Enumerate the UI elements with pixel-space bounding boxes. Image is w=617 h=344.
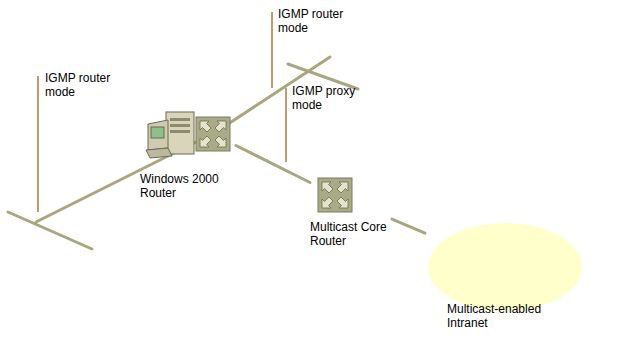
leader-line — [37, 76, 39, 212]
network-link — [236, 146, 310, 183]
router-icon — [318, 178, 352, 212]
router-node: Windows 2000 Router — [138, 110, 236, 202]
intranet-cloud: Multicast-enabled Intranet — [425, 222, 585, 332]
network-link — [392, 219, 425, 233]
mode-label: IGMP router mode — [45, 71, 119, 99]
node-label: Multicast-enabled Intranet — [447, 302, 585, 330]
network-segment — [8, 212, 92, 249]
mode-label: IGMP proxy mode — [292, 84, 366, 112]
leader-line — [271, 12, 273, 88]
node-label: Windows 2000 Router — [140, 172, 236, 200]
server-icon — [146, 112, 194, 158]
leader-line — [285, 88, 287, 162]
router-node: Multicast Core Router — [310, 176, 392, 250]
router-icon — [196, 117, 230, 151]
mode-label: IGMP router mode — [278, 7, 352, 35]
node-label: Multicast Core Router — [310, 220, 392, 248]
intranet-ellipse — [428, 223, 582, 311]
